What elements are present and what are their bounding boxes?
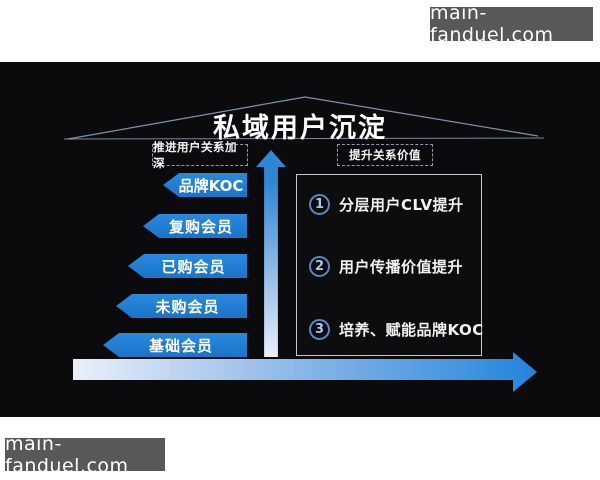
value-item-3: 3 培养、赋能品牌KOC: [309, 317, 484, 341]
watermark-bottom: main-fanduel.com: [5, 433, 165, 477]
circled-number-1-icon: 1: [309, 193, 330, 215]
funnel-item-nonpurchase-member: 未购会员: [116, 294, 247, 318]
value-item-label: 用户传播价值提升: [339, 257, 464, 276]
diagram-canvas: 私域用户沉淀 推进用户关系加深 提升关系价值 品牌KOC 复购会员 已购会员 未…: [0, 62, 600, 417]
funnel-item-purchased-member: 已购会员: [128, 254, 247, 278]
up-arrow-icon: [256, 150, 286, 357]
funnel-item-brand-koc: 品牌KOC: [163, 173, 247, 197]
page-title: 私域用户沉淀: [213, 113, 387, 144]
value-item-1: 1 分层用户CLV提升: [309, 192, 464, 216]
right-arrow-icon: [73, 352, 537, 392]
circled-number-3-icon: 3: [309, 318, 330, 340]
watermark-top: main-fanduel.com: [430, 2, 593, 46]
value-panel: 1 分层用户CLV提升 2 用户传播价值提升 3 培养、赋能品牌KOC: [296, 174, 484, 356]
left-column-header: 推进用户关系加深: [152, 140, 248, 170]
value-item-label: 培养、赋能品牌KOC: [339, 320, 484, 339]
funnel-item-repurchase-member: 复购会员: [143, 214, 247, 238]
right-column-header: 提升关系价值: [337, 144, 433, 166]
value-item-2: 2 用户传播价值提升: [309, 254, 463, 278]
value-item-label: 分层用户CLV提升: [339, 195, 464, 214]
circled-number-2-icon: 2: [309, 255, 330, 277]
funnel-item-basic-member: 基础会员: [103, 333, 247, 357]
